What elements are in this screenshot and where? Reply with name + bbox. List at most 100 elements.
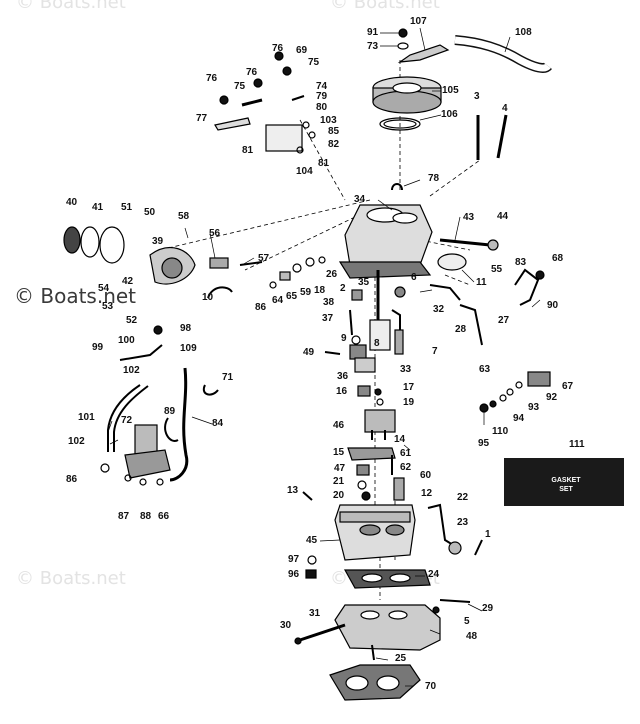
callout-42: 42 (122, 276, 134, 287)
callout-13: 13 (287, 485, 299, 496)
callout-99: 99 (92, 342, 104, 353)
callout-66: 66 (158, 511, 170, 522)
callout-89: 89 (164, 406, 176, 417)
callout-19: 19 (403, 397, 415, 408)
callout-31: 31 (309, 608, 321, 619)
callout-83: 83 (515, 257, 527, 268)
callout-97: 97 (288, 554, 300, 565)
callout-55: 55 (491, 264, 503, 275)
callout-2: 2 (340, 283, 346, 294)
gasket-set-package (504, 458, 624, 506)
callout-109: 109 (180, 343, 197, 354)
callout-15: 15 (333, 447, 345, 458)
callout-76: 76 (272, 43, 284, 54)
watermark: © Boats.net (16, 568, 126, 589)
callout-1: 1 (485, 529, 491, 540)
callout-82: 82 (328, 139, 340, 150)
callout-25: 25 (395, 653, 407, 664)
callout-75: 75 (308, 57, 320, 68)
callout-10: 10 (202, 292, 214, 303)
callout-26: 26 (326, 269, 338, 280)
callout-67: 67 (562, 381, 574, 392)
callout-93: 93 (528, 402, 540, 413)
callout-105: 105 (442, 85, 459, 96)
callout-106: 106 (441, 109, 458, 120)
callout-47: 47 (334, 463, 346, 474)
callout-4: 4 (502, 103, 508, 114)
callout-9: 9 (341, 333, 347, 344)
callout-81: 81 (242, 145, 254, 156)
callout-79: 79 (316, 91, 328, 102)
callout-18: 18 (314, 285, 326, 296)
callout-86: 86 (255, 302, 267, 313)
callout-53: 53 (102, 301, 114, 312)
callout-91: 91 (367, 27, 379, 38)
callout-108: 108 (515, 27, 532, 38)
callout-74: 74 (316, 81, 328, 92)
callout-29: 29 (482, 603, 494, 614)
callout-103: 103 (320, 115, 337, 126)
watermark: © Boats.net (16, 0, 126, 13)
callout-36: 36 (337, 371, 349, 382)
callout-60: 60 (420, 470, 432, 481)
gasket-set-label: GASKET SET (551, 477, 581, 493)
assembly-guide-lines (159, 60, 481, 600)
leader-lines (107, 27, 541, 687)
callout-94: 94 (513, 413, 525, 424)
callout-17: 17 (403, 382, 415, 393)
callout-8: 8 (374, 338, 380, 349)
callout-49: 49 (303, 347, 315, 358)
callout-46: 46 (333, 420, 345, 431)
callout-14: 14 (394, 434, 406, 445)
callout-54: 54 (98, 283, 110, 294)
callout-16: 16 (336, 386, 348, 397)
callout-100: 100 (118, 335, 135, 346)
callout-107: 107 (410, 16, 427, 27)
callout-65: 65 (286, 291, 298, 302)
callout-61: 61 (400, 448, 412, 459)
callout-57: 57 (258, 253, 270, 264)
callout-96: 96 (288, 569, 300, 580)
callout-51: 51 (121, 202, 133, 213)
callout-28: 28 (455, 324, 467, 335)
callout-90: 90 (547, 300, 559, 311)
callout-64: 64 (272, 295, 284, 306)
callout-88: 88 (140, 511, 152, 522)
callout-62: 62 (400, 462, 412, 473)
callout-70: 70 (425, 681, 437, 692)
callout-52: 52 (126, 315, 138, 326)
callout-40: 40 (66, 197, 78, 208)
callout-59: 59 (300, 287, 312, 298)
callout-5: 5 (464, 616, 470, 627)
callout-95: 95 (478, 438, 490, 449)
callout-76: 76 (246, 67, 258, 78)
callout-69: 69 (296, 45, 308, 56)
callout-110: 110 (492, 426, 509, 437)
callout-78: 78 (428, 173, 440, 184)
watermark: © Boats.net (330, 0, 440, 13)
callout-50: 50 (144, 207, 156, 218)
callout-27: 27 (498, 315, 510, 326)
callout-34: 34 (354, 194, 366, 205)
callout-80: 80 (316, 102, 328, 113)
callout-75: 75 (234, 81, 246, 92)
callout-101: 101 (78, 412, 95, 423)
callout-76: 76 (206, 73, 218, 84)
callout-12: 12 (421, 488, 433, 499)
callout-63: 63 (479, 364, 491, 375)
callout-21: 21 (333, 476, 345, 487)
callout-84: 84 (212, 418, 224, 429)
callout-43: 43 (463, 212, 475, 223)
callout-73: 73 (367, 41, 379, 52)
callout-111: 111 (569, 439, 585, 450)
watermark-corner: © Boats.net (14, 284, 137, 308)
callout-102: 102 (68, 436, 85, 447)
callout-41: 41 (92, 202, 104, 213)
callout-48: 48 (466, 631, 478, 642)
callout-71: 71 (222, 372, 234, 383)
callout-72: 72 (121, 415, 133, 426)
callout-39: 39 (152, 236, 164, 247)
callout-33: 33 (400, 364, 412, 375)
callout-44: 44 (497, 211, 509, 222)
